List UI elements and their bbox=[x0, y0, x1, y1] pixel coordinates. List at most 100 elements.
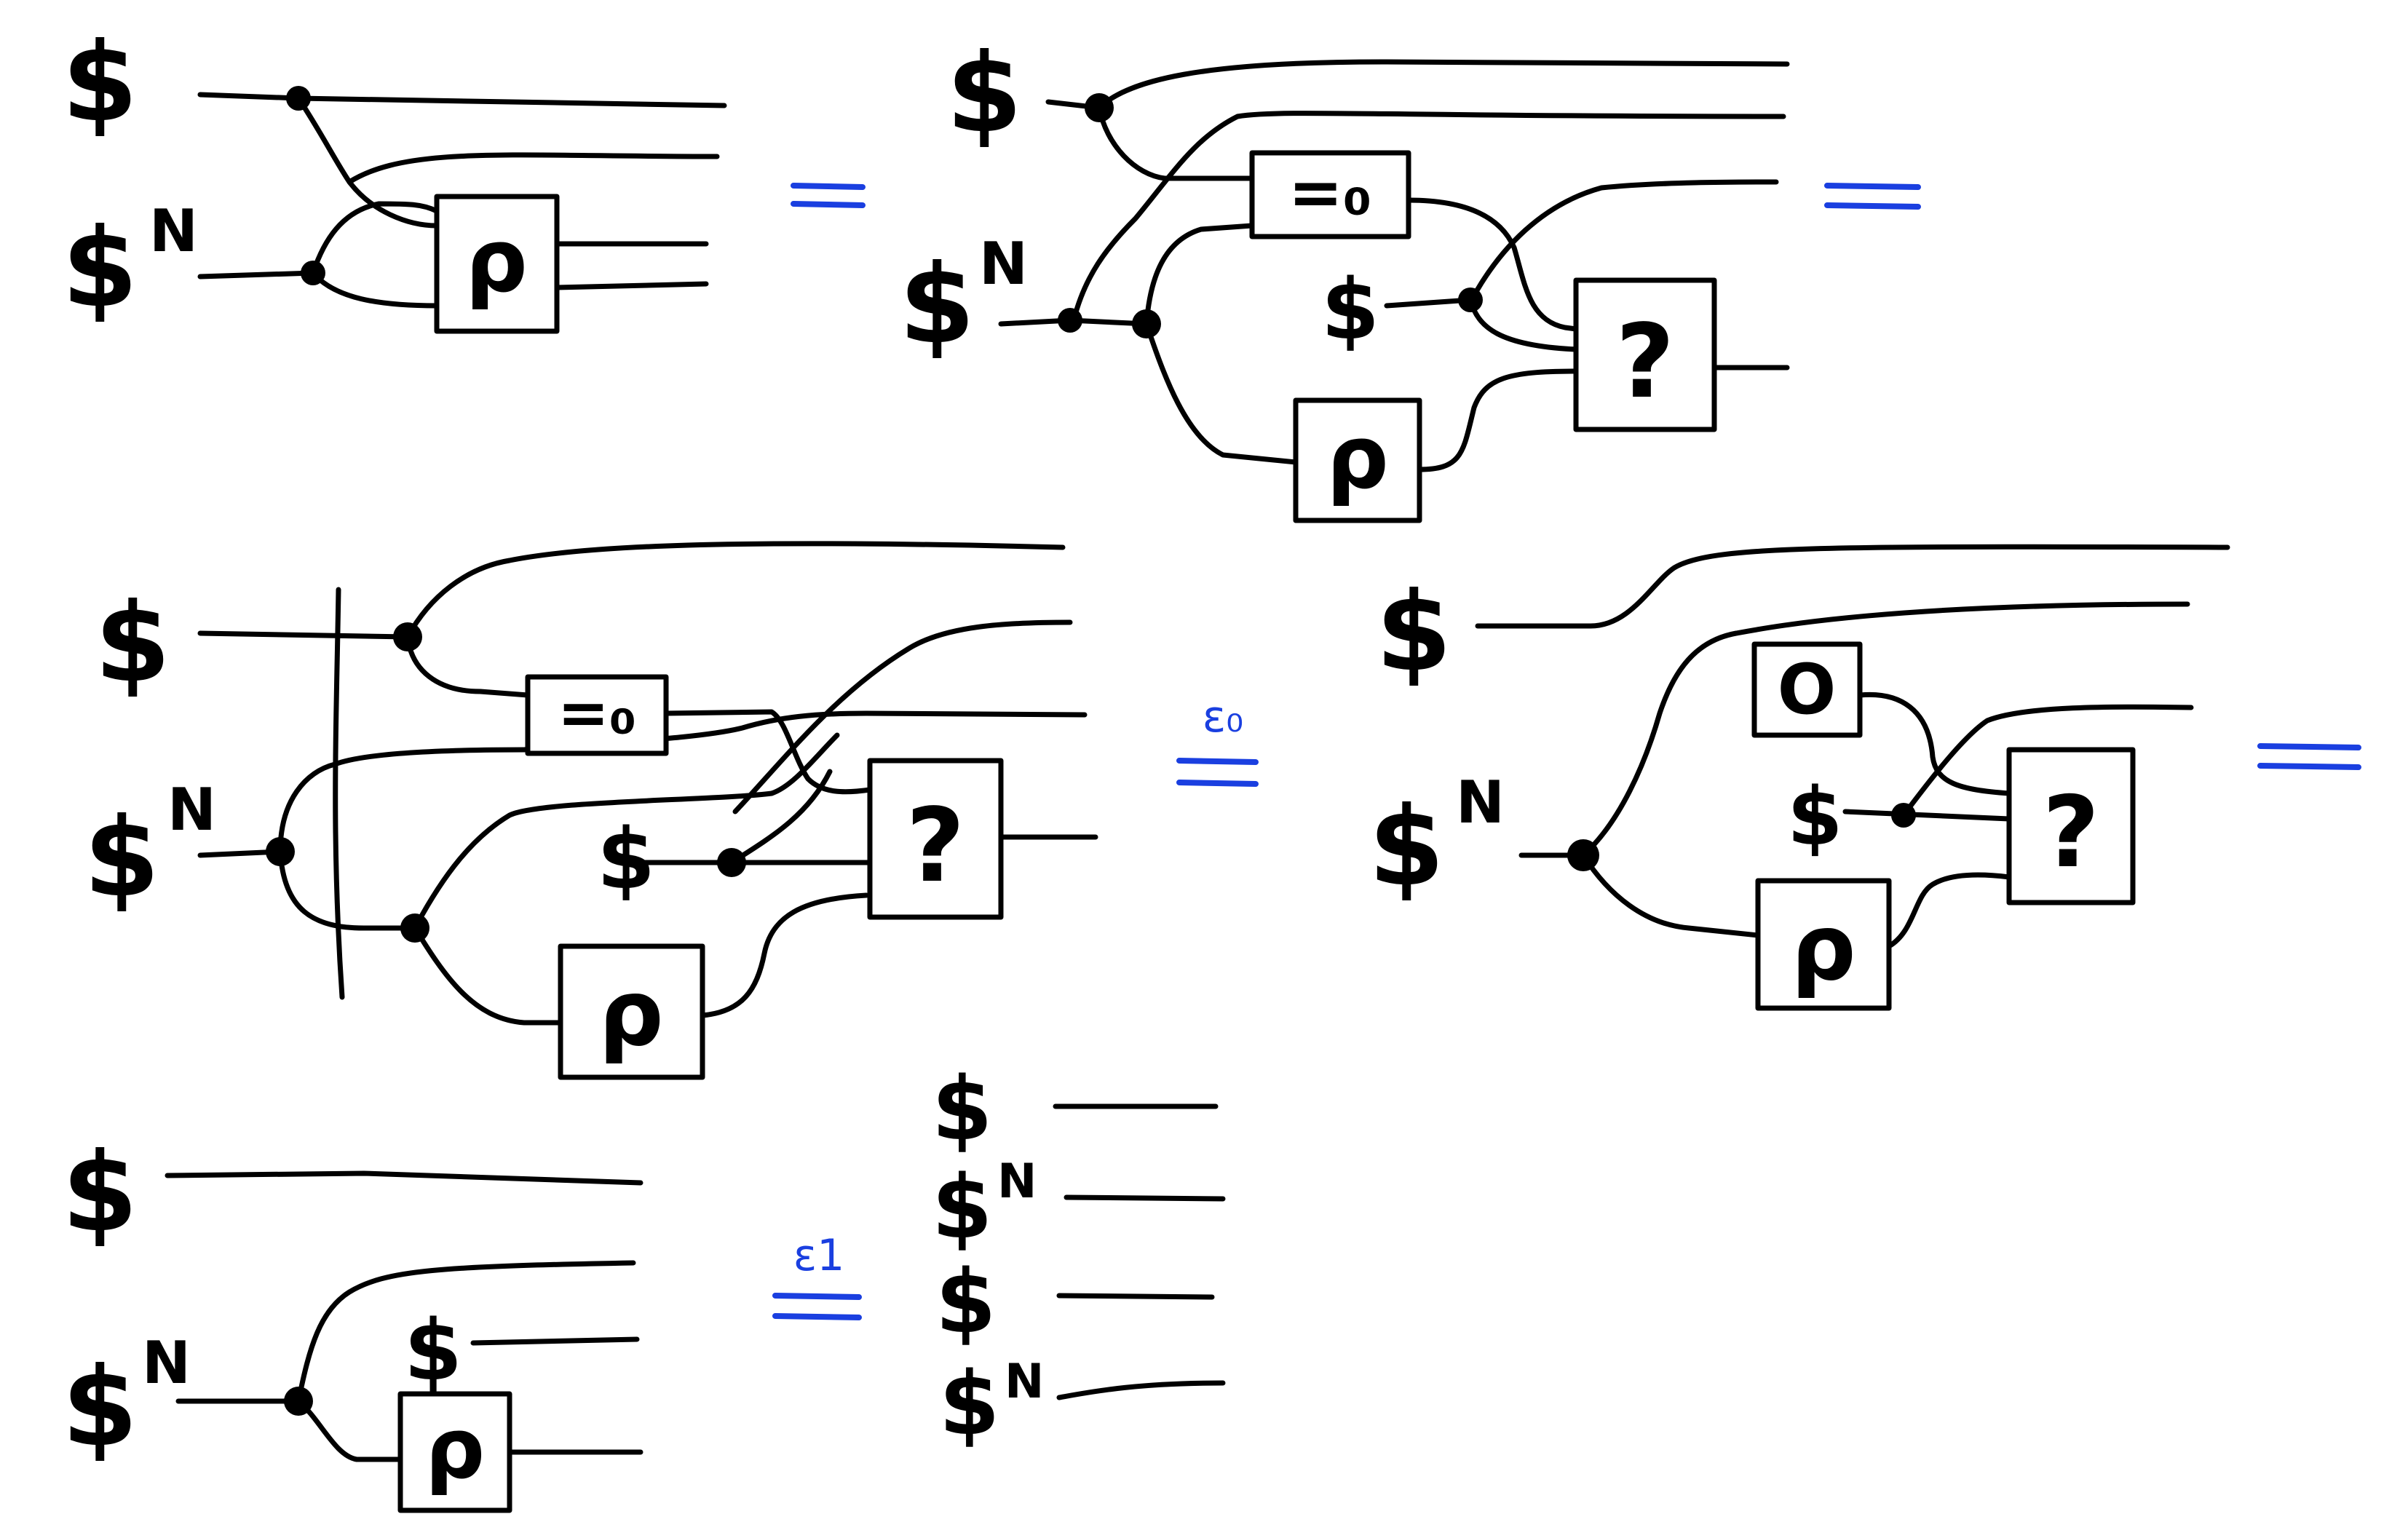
wire bbox=[1384, 297, 1473, 309]
copy-node bbox=[286, 86, 311, 111]
perm-box bbox=[434, 194, 560, 334]
coin-label: $ bbox=[62, 1130, 138, 1256]
diagram-a: $ $ N ρ bbox=[62, 20, 727, 334]
coin-n-label: $ bbox=[84, 795, 159, 921]
copy-node bbox=[1132, 309, 1161, 338]
query-box bbox=[1573, 277, 1717, 432]
coin-label: $ bbox=[1376, 569, 1451, 696]
wire bbox=[732, 619, 1073, 814]
query-box bbox=[867, 758, 1004, 920]
perm-box-label: ρ bbox=[425, 1400, 485, 1498]
wire bbox=[1064, 1194, 1226, 1202]
wire bbox=[197, 92, 727, 108]
diagram-b: $ $ N $ =₀ ? ρ bbox=[899, 31, 1790, 523]
coin-n-label: $ bbox=[1369, 784, 1444, 911]
eq-box bbox=[525, 674, 669, 756]
wire bbox=[405, 634, 531, 698]
eq-bar bbox=[2257, 743, 2361, 750]
wire bbox=[165, 1170, 643, 1186]
copy-node bbox=[393, 622, 422, 651]
coin-n-label: $ bbox=[899, 242, 975, 368]
superscript-n: N bbox=[979, 230, 1028, 298]
wire bbox=[277, 849, 418, 931]
coin-label: $ bbox=[935, 1252, 997, 1353]
zero-box bbox=[1751, 641, 1863, 738]
coin-label: $ bbox=[946, 31, 1022, 157]
perm-box-label: ρ bbox=[465, 211, 528, 312]
diagram-c: $ $ N $ =₀ ? ρ bbox=[84, 541, 1098, 1080]
wire bbox=[197, 630, 411, 640]
wire bbox=[412, 732, 840, 931]
wire bbox=[1580, 601, 2190, 858]
diagram-e: $ $ N $ ρ bbox=[62, 1130, 643, 1513]
eq-bar bbox=[2257, 763, 2361, 770]
copy-node bbox=[1458, 288, 1483, 312]
wire bbox=[277, 747, 527, 855]
wire bbox=[405, 541, 1066, 640]
eq-bar bbox=[772, 1313, 862, 1320]
coin-label: $ bbox=[932, 1059, 993, 1160]
perm-box-label: ρ bbox=[1791, 895, 1855, 1001]
wire bbox=[1901, 704, 2194, 818]
eq-box-label: =₀ bbox=[1288, 154, 1372, 231]
superscript-n: N bbox=[997, 1154, 1037, 1209]
copy-node bbox=[1567, 839, 1599, 871]
wire bbox=[1842, 809, 2012, 822]
coin-n-label: $ bbox=[939, 1354, 1000, 1455]
wire bbox=[1056, 1380, 1226, 1400]
wire bbox=[554, 281, 709, 290]
copy-node bbox=[1891, 803, 1916, 828]
superscript-n: N bbox=[149, 197, 198, 265]
wire bbox=[1096, 59, 1790, 111]
eps0-label: ε₀ bbox=[1203, 691, 1243, 742]
coin-label: $ bbox=[1787, 770, 1843, 863]
wire bbox=[310, 201, 440, 276]
wire bbox=[1144, 321, 1299, 465]
copy-node bbox=[1085, 93, 1114, 122]
superscript-n: N bbox=[1005, 1355, 1044, 1409]
perm-box-label: ρ bbox=[1326, 408, 1389, 509]
eq-bar bbox=[791, 201, 866, 208]
query-box-label: ? bbox=[2043, 775, 2099, 889]
query-box bbox=[2006, 747, 2136, 905]
wire bbox=[346, 152, 720, 185]
relation-eps0: ε₀ bbox=[1176, 691, 1259, 787]
wire bbox=[1406, 197, 1579, 332]
perm-box bbox=[397, 1391, 512, 1513]
eq-box-label: =₀ bbox=[558, 677, 636, 749]
superscript-n: N bbox=[167, 776, 216, 844]
wire bbox=[1417, 368, 1579, 472]
eq-bar bbox=[791, 183, 866, 190]
wire bbox=[310, 270, 440, 309]
superscript-n: N bbox=[1456, 769, 1505, 836]
query-box-label: ? bbox=[1615, 303, 1674, 421]
wire bbox=[1468, 179, 1779, 305]
copy-node bbox=[1058, 308, 1082, 333]
wire bbox=[1886, 872, 2012, 949]
wire bbox=[1096, 105, 1255, 181]
relation-eps1: ε1 bbox=[772, 1230, 862, 1320]
wire bbox=[1580, 852, 1761, 938]
copy-node bbox=[301, 261, 325, 285]
copy-node bbox=[266, 837, 295, 866]
query-box-label: ? bbox=[906, 787, 965, 905]
eq-bar bbox=[1824, 183, 1921, 190]
coin-n-label: $ bbox=[932, 1157, 993, 1259]
wire bbox=[1056, 1293, 1215, 1300]
copy-node bbox=[717, 848, 746, 877]
perm-box bbox=[1755, 878, 1892, 1011]
wire bbox=[296, 1260, 636, 1404]
wire bbox=[1857, 691, 2012, 796]
wire bbox=[470, 1336, 640, 1346]
wire bbox=[296, 1398, 403, 1462]
eq-bar bbox=[1824, 202, 1921, 210]
eq-bar bbox=[772, 1293, 862, 1300]
copy-node bbox=[400, 913, 429, 943]
wire bbox=[1475, 544, 2230, 629]
perm-box bbox=[1293, 397, 1422, 523]
eps1-label: ε1 bbox=[793, 1230, 845, 1281]
perm-box-label: ρ bbox=[598, 961, 663, 1066]
wire bbox=[412, 925, 563, 1026]
diagram-f: $ $ N $ $ N bbox=[932, 1059, 1226, 1455]
